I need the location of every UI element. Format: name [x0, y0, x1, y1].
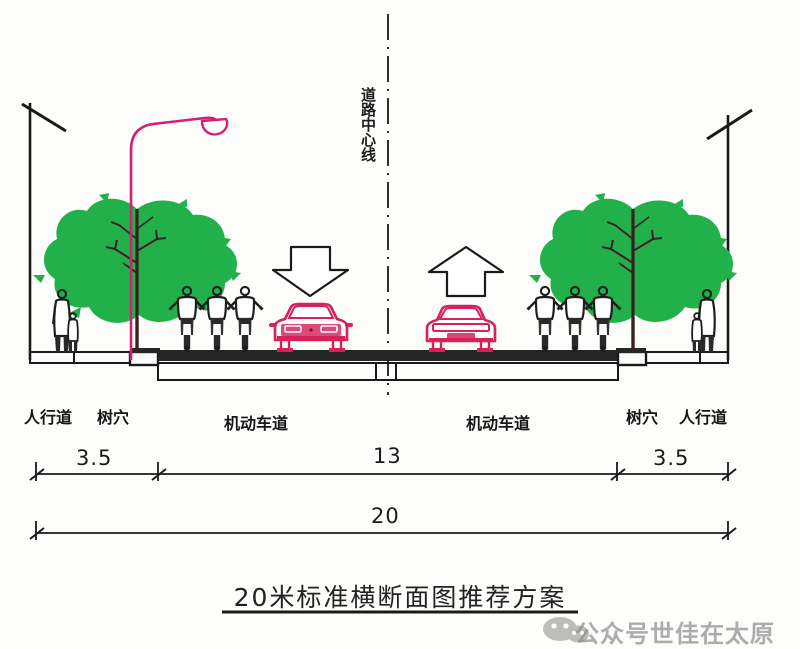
- watermark-logo-icon: [543, 617, 589, 643]
- centerline-label: 道路中心线: [359, 86, 377, 162]
- row-boundary-right: [706, 108, 753, 360]
- dimension-line-total: [29, 521, 737, 540]
- label-left-sidewalk: 人行道: [24, 408, 73, 427]
- dimension-right-sidewalk: 3.5: [653, 446, 690, 470]
- streetlight: [129, 116, 229, 360]
- car-right-lane: [425, 304, 497, 352]
- dimension-total: 20: [371, 504, 400, 528]
- dimension-left-sidewalk: 3.5: [76, 446, 113, 470]
- page-title: 20米标准横断面图推荐方案: [233, 583, 567, 612]
- label-right-treepit: 树穴: [626, 408, 659, 427]
- label-right-carriageway: 机动车道: [466, 414, 531, 433]
- tree-right: [529, 193, 737, 353]
- dimension-line-segments: [29, 462, 737, 481]
- row-boundary-left: [21, 102, 67, 360]
- label-left-treepit: 树穴: [97, 408, 130, 427]
- label-left-carriageway: 机动车道: [224, 414, 289, 433]
- left-direction-arrow: [271, 245, 350, 298]
- dimension-carriageway: 13: [373, 444, 402, 468]
- right-direction-arrow: [427, 245, 505, 298]
- car-left-lane: [269, 302, 353, 352]
- tree-left: [33, 193, 241, 353]
- cyclist-group-right: [526, 285, 622, 354]
- ground-structure: [29, 348, 729, 381]
- cyclist-group-left: [168, 285, 264, 354]
- label-right-sidewalk: 人行道: [679, 408, 728, 427]
- watermark-text: 公众号世佳在太原: [575, 620, 775, 648]
